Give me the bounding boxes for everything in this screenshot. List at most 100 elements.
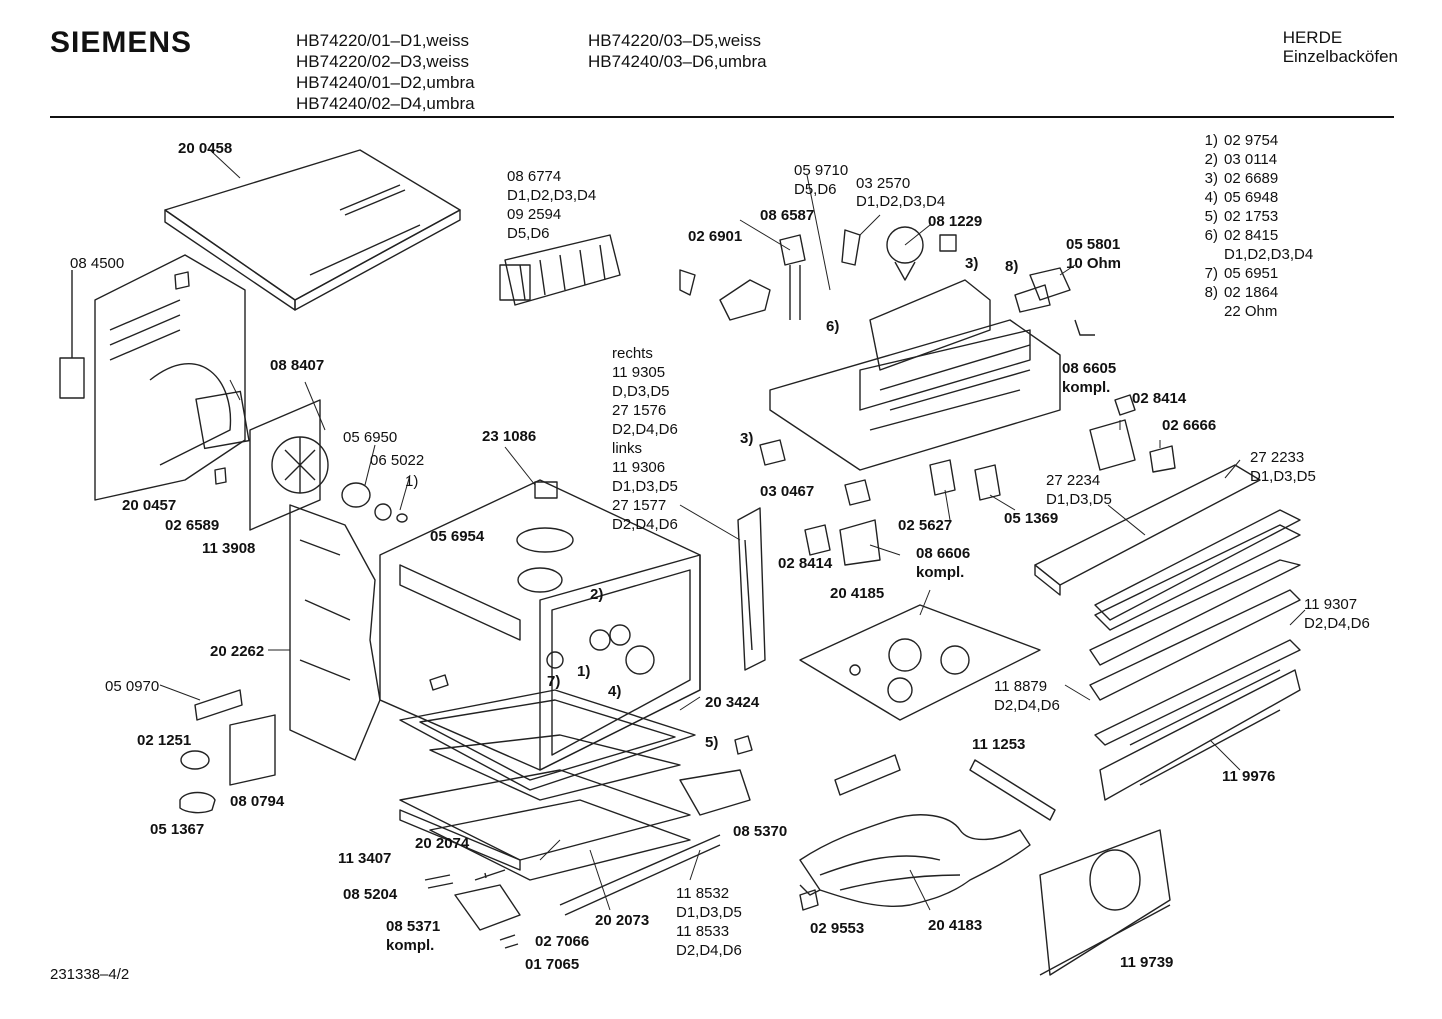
door-rail-parts: [737, 507, 766, 671]
part-label: 20 4183: [928, 917, 983, 934]
leader-lines: [159, 149, 1306, 911]
brand-logo: SIEMENS: [50, 26, 193, 59]
part-label: 08 4500: [70, 255, 125, 272]
footnote-ref: 6): [826, 318, 840, 335]
part-label: 23 1086: [482, 428, 537, 445]
small-parts-left: [174, 271, 276, 814]
part-note: 10 Ohm: [1066, 255, 1122, 272]
part-label: 02 7066: [535, 933, 590, 950]
part-label: 05 1367: [150, 821, 205, 838]
part-label: 06 5022: [370, 452, 425, 469]
part-label: 08 8407: [270, 357, 325, 374]
part-label: 11 9307: [1304, 596, 1358, 613]
part-note: D1,D2,D3,D4: [507, 187, 597, 204]
model-item: HB74240/02–D4,umbra: [296, 94, 475, 113]
side-label: links: [612, 440, 643, 457]
part-note: D2,D4,D6: [612, 516, 678, 533]
part-label: 05 6954: [430, 528, 485, 545]
category-subtitle: Einzelbacköfen: [1282, 47, 1398, 66]
part-label: 02 6666: [1162, 417, 1217, 434]
part-label: 20 4185: [830, 585, 885, 602]
part-label: 20 3424: [705, 694, 760, 711]
model-item: HB74220/02–D3,weiss: [296, 52, 469, 71]
fan-heater-part: [499, 234, 621, 306]
part-label: 11 8533: [676, 923, 730, 940]
part-label: 02 1251: [137, 732, 192, 749]
model-item: HB74220/01–D1,weiss: [296, 31, 469, 50]
part-note: D2,D4,D6: [612, 421, 678, 438]
part-label: 05 1369: [1004, 510, 1059, 527]
legend-item: 6)02 8415: [1204, 227, 1279, 244]
legend-item: 1)02 9754: [1204, 132, 1279, 149]
part-note: D2,D4,D6: [994, 697, 1060, 714]
hinge-parts: [454, 769, 751, 931]
legend-item: 3)02 6689: [1204, 170, 1279, 187]
part-label: 08 6606: [916, 545, 971, 562]
top-cover-part: [164, 149, 461, 311]
part-note: kompl.: [1062, 379, 1111, 396]
part-label: 11 3407: [338, 850, 392, 867]
resistor-parts: [1014, 267, 1095, 336]
part-note: D2,D4,D6: [1304, 615, 1370, 632]
part-note: D,D3,D5: [612, 383, 670, 400]
part-label: 09 2594: [507, 206, 562, 223]
footnote-ref: 1): [405, 473, 419, 490]
part-label: 02 5627: [898, 517, 953, 534]
part-label: 02 6901: [688, 228, 743, 245]
part-label: 27 2234: [1046, 472, 1101, 489]
part-label: 08 6587: [760, 207, 815, 224]
side-rail-parts: [1034, 464, 1301, 801]
part-label: 08 5371: [386, 918, 441, 935]
part-label: 20 2073: [595, 912, 650, 929]
part-label: 20 2262: [210, 643, 265, 660]
part-label: 05 5801: [1066, 236, 1121, 253]
footnote-ref: 2): [590, 586, 604, 603]
part-label: 08 6605: [1062, 360, 1117, 377]
model-list-2: HB74220/03–D5,weiss HB74240/03–D6,umbra: [588, 30, 767, 72]
switch-parts: [759, 394, 1176, 566]
part-label: 08 1229: [928, 213, 983, 230]
part-label: 02 6589: [165, 517, 220, 534]
footnote-ref: 4): [608, 683, 622, 700]
part-label: 11 9305: [612, 364, 666, 381]
part-label: 02 8414: [1132, 390, 1187, 407]
part-label: 11 3908: [202, 540, 256, 557]
lamp-parts: [341, 482, 408, 523]
legend-note: 22 Ohm: [1224, 303, 1278, 320]
part-label: 01 7065: [525, 956, 580, 973]
heating-element-part: [799, 754, 1056, 908]
footnote-ref: 8): [1005, 258, 1019, 275]
side-label: rechts: [612, 345, 653, 362]
part-label: 11 8879: [994, 678, 1048, 695]
legend-item: 8)02 1864: [1204, 284, 1279, 301]
part-label: 11 9739: [1120, 954, 1174, 971]
part-label: 27 1576: [612, 402, 667, 419]
part-label: 08 6774: [507, 168, 562, 185]
model-item: HB74240/01–D2,umbra: [296, 73, 475, 92]
part-label: 11 9306: [612, 459, 666, 476]
part-label: 20 0458: [178, 140, 233, 157]
model-list-1: HB74220/01–D1,weiss HB74220/02–D3,weiss …: [296, 30, 475, 114]
footnote-ref: 1): [577, 663, 591, 680]
part-label: 08 5204: [343, 886, 398, 903]
part-label: 05 9710: [794, 162, 849, 179]
part-label: 20 0457: [122, 497, 177, 514]
baffle-plate-part: [799, 604, 1041, 721]
part-note: D1,D3,D5: [1046, 491, 1112, 508]
part-label: 08 5370: [733, 823, 788, 840]
part-note: D1,D3,D5: [676, 904, 742, 921]
footnote-ref: 3): [740, 430, 754, 447]
back-panel-part: [59, 254, 246, 501]
footnote-legend: 1)02 9754 2)03 0114 3)02 6689 4)05 6948 …: [1196, 131, 1314, 321]
part-label: 08 0794: [230, 793, 285, 810]
part-note: kompl.: [916, 564, 965, 581]
part-label: 11 8532: [676, 885, 730, 902]
part-label: 27 2233: [1250, 449, 1305, 466]
part-note: kompl.: [386, 937, 435, 954]
part-note: D1,D2,D3,D4: [856, 193, 946, 210]
control-housing-part: [679, 226, 1061, 471]
part-label: 27 1577: [612, 497, 667, 514]
part-label: 11 9976: [1222, 768, 1276, 785]
fan-motor-part: [195, 390, 329, 531]
